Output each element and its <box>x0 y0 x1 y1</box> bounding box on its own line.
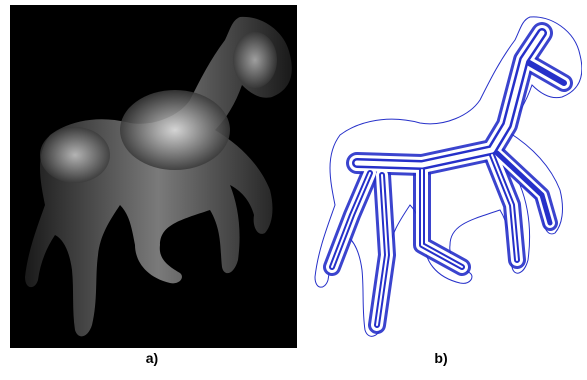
body-brightness <box>120 90 230 170</box>
caption-a: a) <box>132 350 172 366</box>
panel-a-distance-image <box>10 5 297 348</box>
head-brightness <box>233 32 277 88</box>
panel-b-skeleton-contours <box>302 5 582 348</box>
horse-skeleton-svg <box>302 5 582 348</box>
rump-brightness <box>40 127 110 183</box>
horse-distance-svg <box>10 5 297 348</box>
caption-b: b) <box>421 350 461 366</box>
